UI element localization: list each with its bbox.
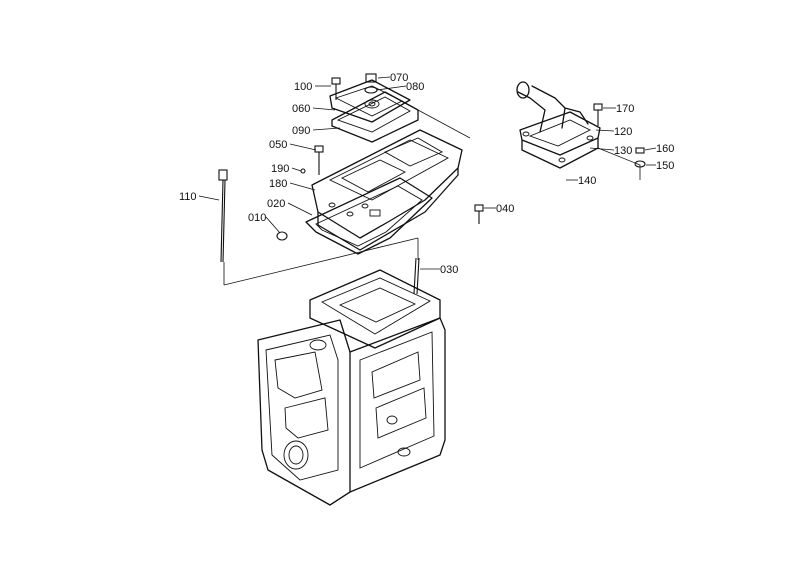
label-080: 080 bbox=[406, 81, 424, 93]
label-130: 130 bbox=[614, 145, 632, 157]
part-labels: 100 070 080 060 090 050 190 180 110 020 … bbox=[179, 72, 674, 276]
long-bolt-110 bbox=[218, 169, 228, 263]
label-060: 060 bbox=[292, 103, 310, 115]
washer-080 bbox=[364, 86, 378, 94]
label-120: 120 bbox=[614, 126, 632, 138]
label-100: 100 bbox=[294, 81, 312, 93]
top-cover bbox=[329, 79, 419, 143]
label-050: 050 bbox=[269, 139, 287, 151]
stud-030 bbox=[413, 257, 420, 295]
label-070: 070 bbox=[390, 72, 408, 84]
label-150: 150 bbox=[656, 160, 674, 172]
label-170: 170 bbox=[616, 103, 634, 115]
leader-lines bbox=[198, 76, 657, 270]
bolt-050 bbox=[314, 145, 324, 175]
label-090: 090 bbox=[292, 125, 310, 137]
bolt-040 bbox=[474, 204, 484, 224]
label-110: 110 bbox=[179, 191, 197, 203]
bolt-100 bbox=[331, 77, 341, 100]
elbow-cover bbox=[516, 81, 601, 169]
label-140: 140 bbox=[578, 175, 596, 187]
bolt-170 bbox=[593, 103, 603, 126]
label-190: 190 bbox=[271, 163, 289, 175]
transmission-case bbox=[257, 269, 446, 506]
label-020: 020 bbox=[267, 198, 285, 210]
label-030: 030 bbox=[440, 264, 458, 276]
label-160: 160 bbox=[656, 143, 674, 155]
gasket bbox=[305, 177, 433, 255]
nut-160 bbox=[635, 147, 645, 154]
label-040: 040 bbox=[496, 203, 514, 215]
label-180: 180 bbox=[269, 178, 287, 190]
assembly-lines bbox=[223, 109, 641, 286]
bolt-070 bbox=[365, 73, 377, 83]
mid-cover-frame bbox=[311, 129, 463, 251]
label-010: 010 bbox=[248, 212, 266, 224]
pin-190 bbox=[300, 168, 306, 174]
plug-010 bbox=[276, 231, 288, 241]
